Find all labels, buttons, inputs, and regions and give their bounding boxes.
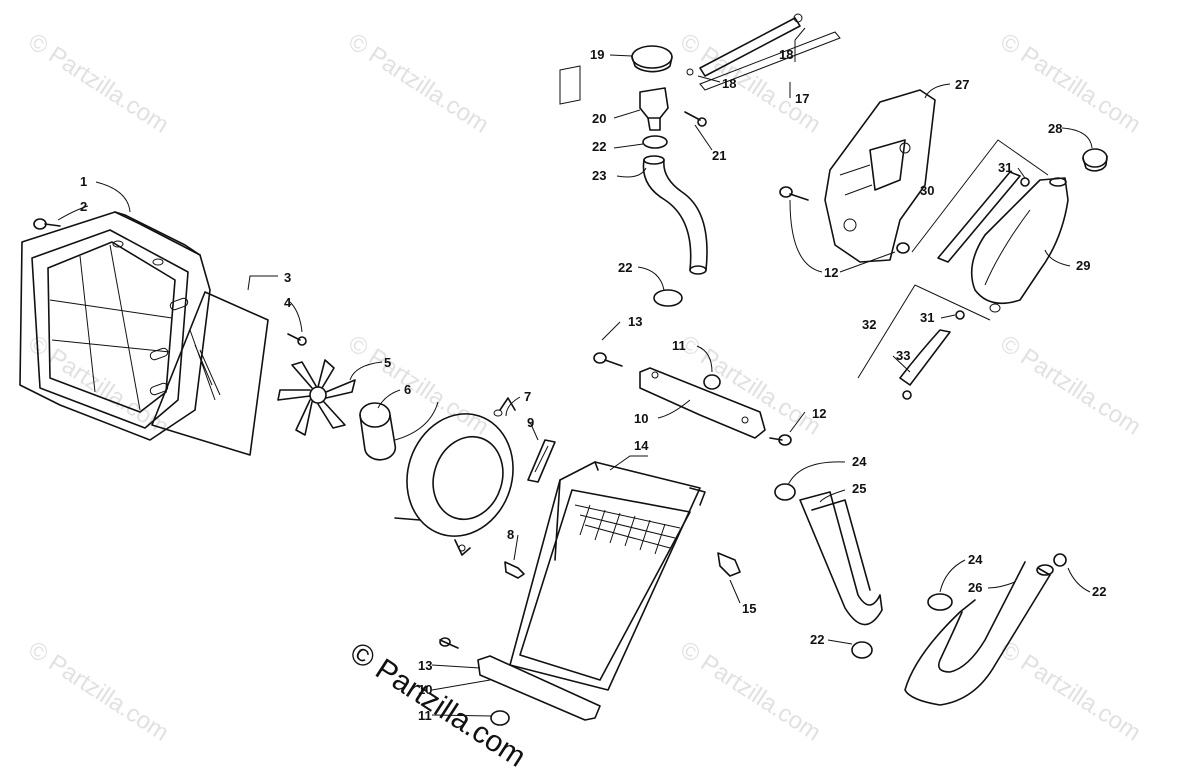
callout-12: 12 <box>824 265 838 280</box>
callout-3: 3 <box>284 270 291 285</box>
callout-22: 22 <box>592 139 606 154</box>
part-screw-4 <box>287 333 307 346</box>
part-strip <box>527 439 556 483</box>
callout-19: 19 <box>590 47 604 62</box>
callout-22: 22 <box>1092 584 1106 599</box>
callout-11: 11 <box>672 338 686 353</box>
callout-24: 24 <box>852 454 867 469</box>
part-bolt-12b <box>779 186 910 254</box>
part-clamp-22 <box>642 135 1067 659</box>
callout-1: 1 <box>80 174 87 189</box>
callout-10: 10 <box>634 411 648 426</box>
callout-12: 12 <box>812 406 826 421</box>
callout-26: 26 <box>968 580 982 595</box>
callout-27: 27 <box>955 77 969 92</box>
callout-15: 15 <box>742 601 756 616</box>
callout-29: 29 <box>1076 258 1090 273</box>
callout-31: 31 <box>998 160 1012 175</box>
callout-23: 23 <box>592 168 606 183</box>
callout-10: 10 <box>418 682 432 697</box>
part-cap-19 <box>631 45 673 73</box>
callout-22: 22 <box>810 632 824 647</box>
part-bolt-21 <box>684 111 707 127</box>
callout-24: 24 <box>968 552 983 567</box>
part-tube-17 <box>686 13 841 91</box>
part-filler-neck-20 <box>559 65 669 131</box>
part-fan-motor <box>359 401 439 461</box>
callout-18: 18 <box>722 76 736 91</box>
part-fan <box>277 359 356 436</box>
part-screw-2 <box>33 218 61 230</box>
part-bolt-12 <box>769 434 792 446</box>
callout-6: 6 <box>404 382 411 397</box>
part-screen <box>151 291 269 456</box>
part-bracket-10 <box>639 367 766 439</box>
part-cap-28 <box>1082 148 1108 172</box>
part-pipe-26 <box>904 561 1054 706</box>
callout-22: 22 <box>618 260 632 275</box>
part-shroud <box>19 211 211 441</box>
callout-31: 31 <box>920 310 934 325</box>
callout-13: 13 <box>628 314 642 329</box>
part-hose-33 <box>857 284 991 400</box>
callout-30: 30 <box>920 183 934 198</box>
part-bolt-8 <box>504 561 525 579</box>
leader-lines <box>57 27 1093 717</box>
callout-14: 14 <box>634 438 649 453</box>
callout-28: 28 <box>1048 121 1062 136</box>
callout-2: 2 <box>80 199 87 214</box>
part-clamp-31 <box>955 177 1030 320</box>
callout-11: 11 <box>418 708 432 723</box>
callout-7: 7 <box>524 389 531 404</box>
parts-diagram: 1 2 3 4 5 6 7 8 9 10 11 11 12 12 13 13 1… <box>19 13 1108 726</box>
part-tube-30 <box>911 139 1049 263</box>
callout-9: 9 <box>527 415 534 430</box>
callout-4: 4 <box>284 295 292 310</box>
callout-labels: 1 2 3 4 5 6 7 8 9 10 11 11 12 12 13 13 1… <box>80 47 1106 723</box>
callout-21: 21 <box>712 148 726 163</box>
callout-8: 8 <box>507 527 514 542</box>
part-bolt-13 <box>593 352 623 367</box>
part-fitting-15 <box>717 552 741 577</box>
callout-20: 20 <box>592 111 606 126</box>
part-clamp-24 <box>774 483 953 611</box>
callout-25: 25 <box>852 481 866 496</box>
callout-18: 18 <box>779 47 793 62</box>
callout-13: 13 <box>418 658 432 673</box>
part-grommet-11 <box>703 374 721 390</box>
callout-17: 17 <box>795 91 809 106</box>
part-hose-25 <box>799 491 883 626</box>
callout-32: 32 <box>862 317 876 332</box>
part-lower-bracket <box>439 637 601 726</box>
part-hose-23 <box>642 155 708 275</box>
part-bracket-27 <box>824 89 936 263</box>
part-radiator <box>509 461 706 691</box>
callout-33: 33 <box>896 348 910 363</box>
part-tank-29 <box>970 177 1069 313</box>
callout-5: 5 <box>384 355 391 370</box>
part-fan-shroud <box>394 397 516 556</box>
